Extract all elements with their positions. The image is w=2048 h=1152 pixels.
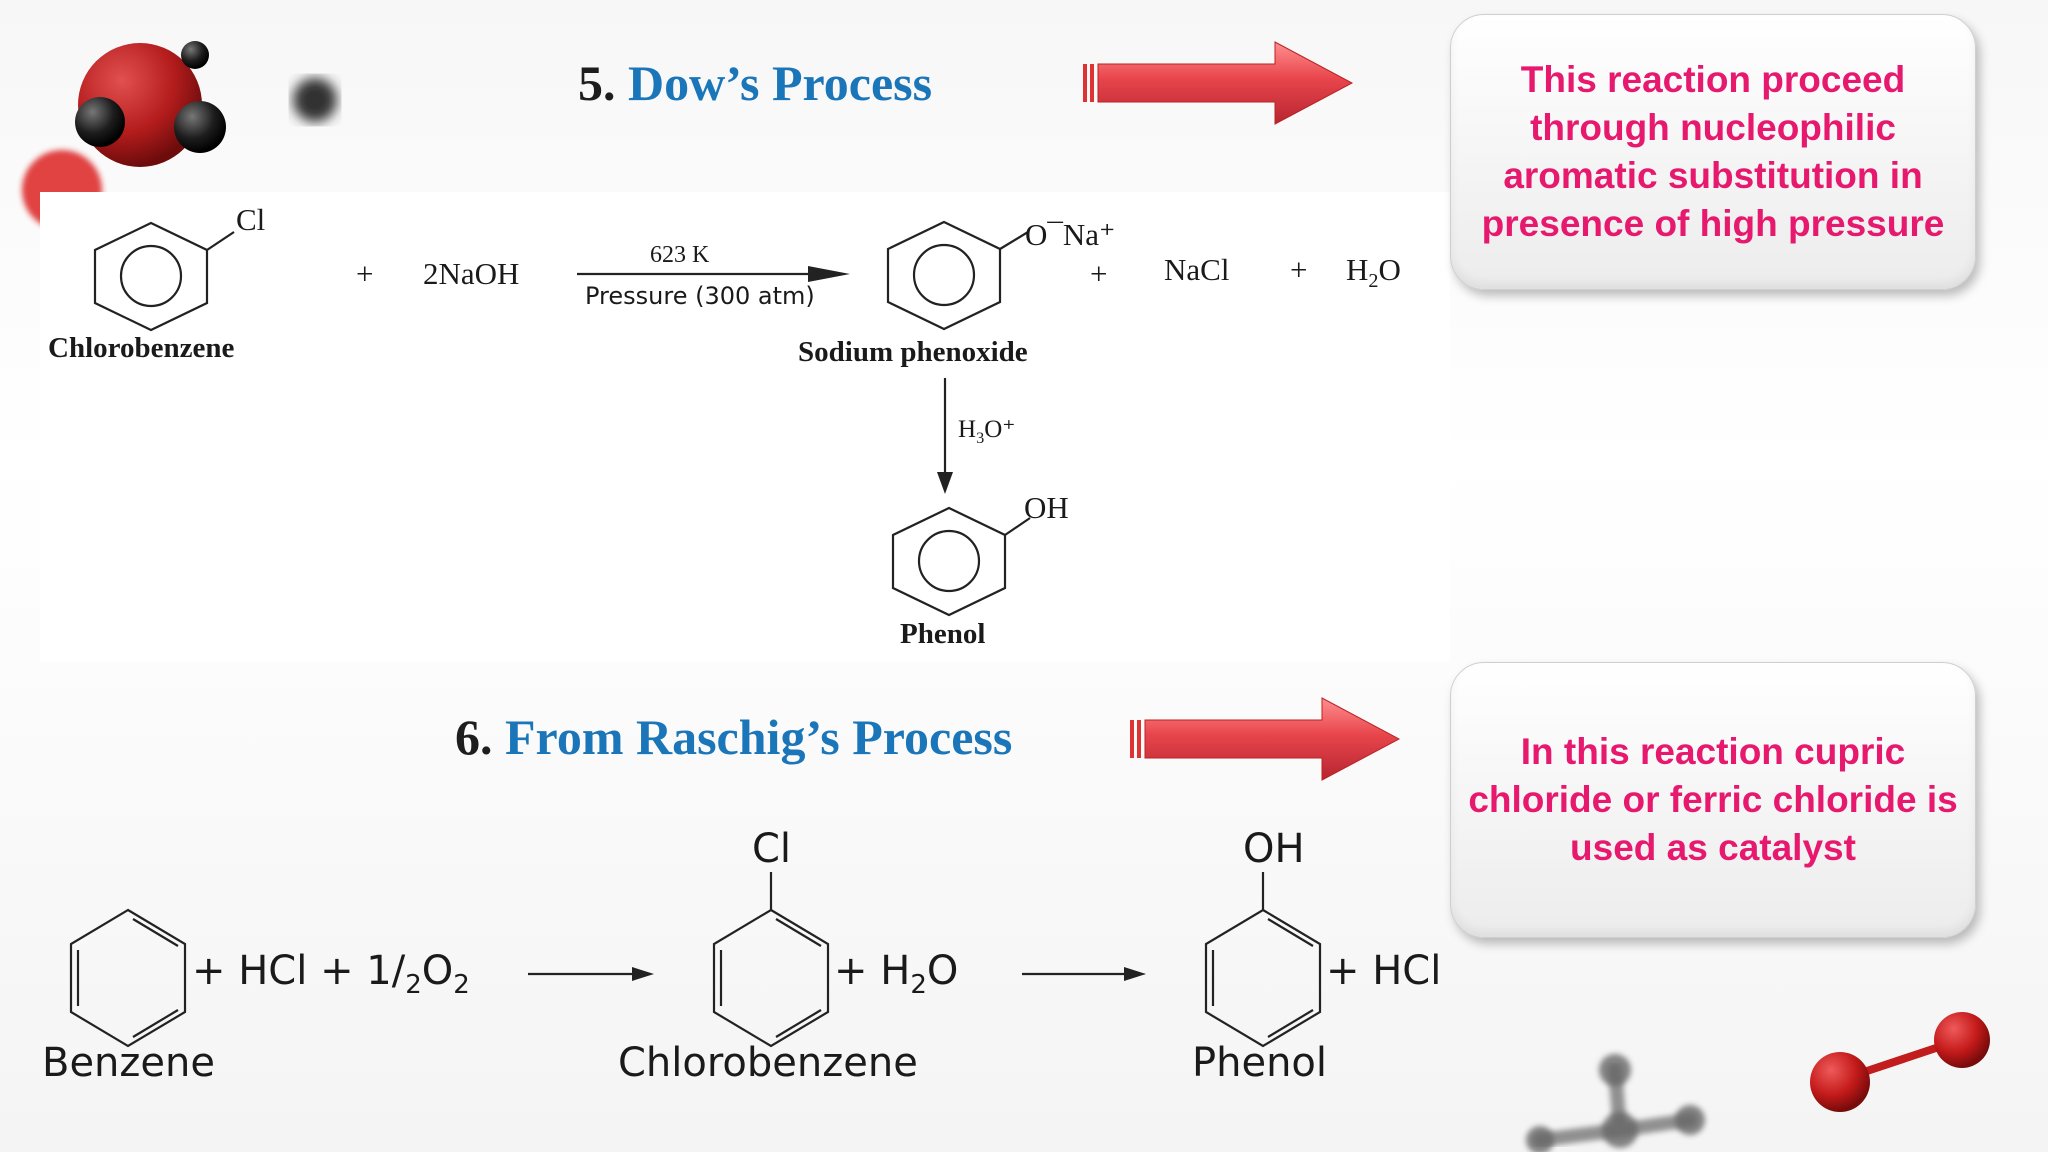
product-substituent: OH	[1243, 826, 1305, 872]
formula-subscript: 2	[453, 970, 470, 1000]
callout-box-raschigs-process: In this reaction cupric chloride or ferr…	[1450, 662, 1976, 938]
pressure-condition: Pressure (300 atm)	[585, 282, 815, 310]
plus-sign: +	[1090, 256, 1108, 291]
plus-sign: +	[1290, 252, 1308, 287]
section-title: From Raschig’s Process	[505, 709, 1013, 765]
water-label: + H2O	[834, 948, 958, 1000]
dows-reaction-scheme	[93, 220, 1031, 617]
benzene-ring-icon	[1204, 908, 1322, 1048]
ring-aromatic-circle	[917, 529, 981, 593]
arrowhead-icon	[937, 472, 953, 494]
reactant-label: Benzene	[42, 1040, 215, 1086]
red-arrow-right-icon	[1130, 697, 1401, 781]
callout-text: In this reaction cupric chloride or ferr…	[1468, 731, 1958, 868]
formula-subscript: 3	[976, 429, 985, 447]
formula-part: + HCl + 1/	[192, 948, 406, 994]
formula-part: H	[1346, 252, 1369, 287]
callout-text: This reaction proceed through nucleophil…	[1481, 59, 1945, 244]
benzene-ring-icon	[891, 506, 1007, 617]
reactant-label: Chlorobenzene	[48, 332, 235, 364]
section-number: 6.	[455, 709, 493, 765]
reagents-label: + HCl + 1/2O2	[192, 948, 470, 1000]
section-heading-dows-process: 5. Dow’s Process	[578, 54, 932, 112]
product-label: Sodium phenoxide	[798, 336, 1028, 368]
section-heading-raschigs-process: 6. From Raschig’s Process	[455, 708, 1012, 766]
raschig-reaction-scheme	[69, 872, 1322, 1048]
formula-subscript: 2	[405, 970, 422, 1000]
benzene-ring-icon	[712, 908, 830, 1048]
formula-subscript: 2	[1368, 270, 1379, 293]
molecule-decoration-bottom	[1526, 1012, 1990, 1152]
benzene-ring-icon	[69, 908, 187, 1048]
formula-subscript: 2	[910, 970, 927, 1000]
section-number: 5.	[578, 55, 616, 111]
product-label: Phenol	[1192, 1040, 1328, 1086]
red-arrow-right-icon	[1083, 41, 1354, 125]
white-panel	[40, 192, 1450, 662]
final-substituent: OH	[1024, 490, 1069, 525]
benzene-ring-icon	[886, 220, 1002, 331]
plus-sign: +	[356, 256, 374, 291]
formula-part: O	[421, 948, 454, 994]
reagent-label: 2NaOH	[423, 256, 520, 291]
formula-part: O⁺	[984, 416, 1016, 443]
acid-condition: H3O⁺	[958, 414, 1015, 448]
ring-aromatic-circle	[912, 243, 976, 307]
byproduct-hcl: + HCl	[1326, 948, 1442, 994]
final-product-label: Phenol	[900, 618, 986, 650]
substituent-label: Cl	[236, 202, 266, 237]
product-substituent: O¯Na⁺	[1025, 217, 1116, 252]
formula-part: H	[958, 416, 977, 443]
benzene-ring-icon	[93, 221, 209, 332]
callout-box-dows-process: This reaction proceed through nucleophil…	[1450, 14, 1976, 290]
formula-part: O	[1378, 252, 1401, 287]
arrowhead-icon	[632, 967, 654, 981]
intermediate-substituent: Cl	[752, 826, 792, 872]
section-title: Dow’s Process	[628, 55, 933, 111]
arrowhead-icon	[808, 266, 850, 282]
arrowhead-icon	[1124, 967, 1146, 981]
intermediate-label: Chlorobenzene	[618, 1040, 918, 1086]
byproduct-nacl: NaCl	[1164, 252, 1230, 287]
byproduct-water: H2O	[1346, 252, 1401, 293]
formula-part: O	[926, 948, 959, 994]
formula-part: + H	[834, 948, 911, 994]
ring-aromatic-circle	[119, 244, 183, 308]
temperature-condition: 623 K	[650, 242, 710, 268]
